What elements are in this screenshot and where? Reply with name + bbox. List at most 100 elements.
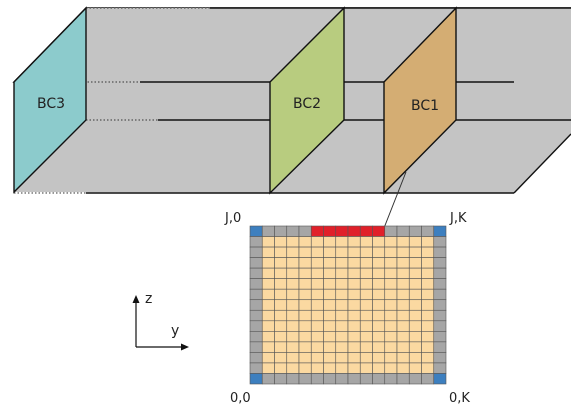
grid-cell [396,257,410,269]
grid-cell [384,331,398,343]
grid-boundary-cell [347,373,361,385]
grid-cell [408,341,422,353]
grid-boundary-cell [298,373,312,385]
grid-corner-cell [249,373,263,385]
grid-boundary-cell [396,373,410,385]
bc1-plane [383,6,457,195]
grid-cell [261,352,275,364]
grid-cell [359,299,373,311]
grid-cell [408,362,422,374]
grid-cell [323,236,337,248]
grid-cell [347,309,361,322]
grid-cell [335,288,349,301]
grid-boundary-cell [421,225,435,237]
grid-cell [335,246,349,258]
corner-label-bottom-right: 0,K [449,391,470,405]
grid-cell [310,257,324,269]
grid-cell [286,320,300,332]
z-axis-label: z [145,291,152,307]
grid-cell [372,246,386,258]
grid-boundary-cell [249,309,263,322]
grid-boundary-cell [372,225,386,237]
grid-cell [261,299,275,311]
grid-cell [261,267,275,279]
grid-cell [335,341,349,353]
grid-cell [384,341,398,353]
grid-boundary-cell [384,373,398,385]
grid-cell [286,309,300,322]
grid-cell [408,278,422,290]
grid-cell [323,257,337,269]
grid-cell [298,246,312,258]
grid-cell [408,309,422,322]
grid-cell [359,257,373,269]
grid-cell [335,309,349,322]
grid-cell [408,320,422,332]
axis-indicator [135,301,183,348]
bc3-plane [13,6,87,194]
z-axis-arrowhead [132,295,140,303]
grid-cell [372,352,386,364]
grid-boundary-cell [249,278,263,290]
grid-cell [396,352,410,364]
grid-boundary-cell [286,373,300,385]
grid-cell [396,299,410,311]
grid-cell [396,236,410,248]
grid-cell [323,362,337,374]
grid-cell [384,320,398,332]
grid-cell [372,341,386,353]
grid-cell [261,320,275,332]
bc3-label: BC3 [37,96,65,112]
grid-cell [274,341,288,353]
grid-cell [359,309,373,322]
grid-corner-cell [433,225,447,237]
grid-cell [310,288,324,301]
grid-cell [421,341,435,353]
grid-cell [396,278,410,290]
grid-boundary-cell [372,373,386,385]
grid-cell [359,352,373,364]
grid-cell [347,331,361,343]
grid-boundary-cell [310,225,324,237]
grid-boundary-cell [261,373,275,385]
grid-boundary-cell [249,257,263,269]
grid-cell [359,278,373,290]
grid-boundary-cell [433,299,447,311]
grid-cell [396,331,410,343]
grid-cell [323,309,337,322]
leader-line [383,171,407,229]
grid-cell [335,299,349,311]
grid-cell [396,288,410,301]
grid-cell [298,352,312,364]
grid-cell [286,236,300,248]
grid-cell [335,267,349,279]
grid-boundary-cell [359,373,373,385]
grid-cell [347,320,361,332]
cross-section-grid [249,225,447,385]
grid-cell [261,362,275,374]
grid-cell [372,331,386,343]
bc1-label: BC1 [411,98,439,114]
grid-cell [310,246,324,258]
grid-cell [347,341,361,353]
grid-cell [396,320,410,332]
grid-cell [286,288,300,301]
grid-cell [298,236,312,248]
grid-cell [421,352,435,364]
grid-cell [323,341,337,353]
grid-cell [274,299,288,311]
grid-cell [274,278,288,290]
grid-cell [298,257,312,269]
grid-cell [310,341,324,353]
bc2-label: BC2 [293,96,321,112]
grid-cell [323,246,337,258]
grid-cell [408,288,422,301]
grid-cell [323,288,337,301]
grid-cell [298,341,312,353]
grid-cell [372,309,386,322]
grid-boundary-cell [433,309,447,322]
grid-boundary-cell [433,341,447,353]
grid-cell [396,341,410,353]
grid-cell [421,362,435,374]
grid-cell [408,246,422,258]
